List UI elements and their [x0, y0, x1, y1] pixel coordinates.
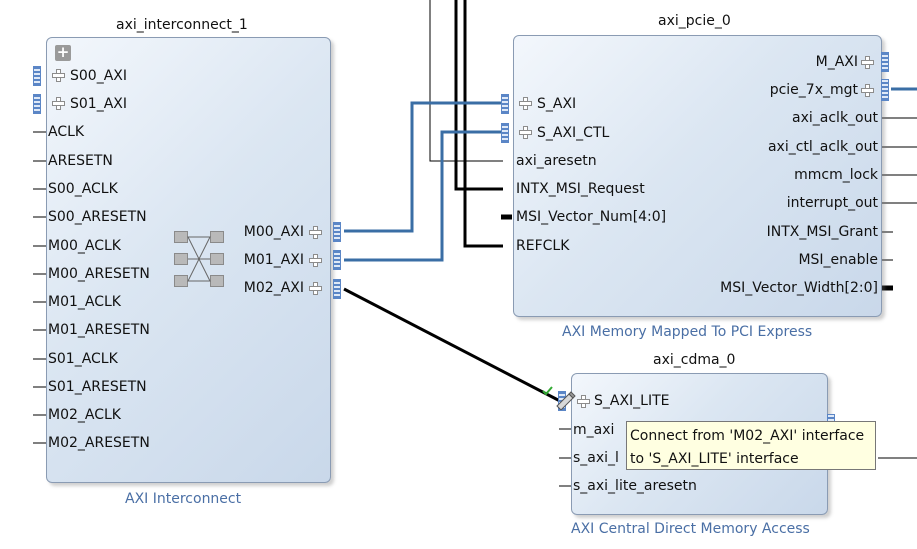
plus-icon[interactable] [52, 69, 65, 82]
m-axi-label: M_AXI [815, 54, 858, 70]
plus-icon[interactable] [861, 56, 874, 69]
pcie-7x-mgt-label: pcie_7x_mgt [769, 82, 858, 98]
ic-pin-m01-aclk[interactable]: M01_ACLK [48, 294, 121, 310]
m01-axi-label: M01_AXI [243, 252, 304, 268]
m02-axi-port[interactable] [333, 279, 341, 299]
plus-icon[interactable] [309, 226, 322, 239]
pcie-pin-refclk[interactable]: REFCLK [516, 238, 570, 254]
bus-m00-to-s-axi [344, 101, 502, 233]
plus-icon[interactable] [577, 395, 590, 408]
interconnect-block[interactable] [46, 37, 331, 483]
pcie-7x-mgt-port[interactable] [881, 79, 889, 101]
cdma-type-label: AXI Central Direct Memory Access [571, 521, 810, 537]
s-axi-label: S_AXI [537, 96, 577, 112]
s-axi-port[interactable] [501, 94, 509, 114]
cdma-instance-name: axi_cdma_0 [653, 352, 736, 368]
ic-pin-s01-aclk[interactable]: S01_ACLK [48, 351, 118, 367]
pcie-pin-intx-msi-grant[interactable]: INTX_MSI_Grant [766, 224, 878, 240]
interconnect-pin-stubs [33, 131, 46, 444]
net-axi-aresetn [429, 0, 503, 162]
pcie-pin-mmcm-lock[interactable]: mmcm_lock [794, 167, 878, 183]
drag-connection-line [343, 287, 561, 403]
ic-pin-s00-aclk[interactable]: S00_ACLK [48, 181, 118, 197]
m-axi-port[interactable] [881, 52, 889, 72]
s-axi-lite-label: S_AXI_LITE [594, 393, 670, 409]
ic-pin-m01-aresetn[interactable]: M01_ARESETN [48, 322, 150, 338]
cdma-pin-m-axi[interactable]: m_axi [573, 422, 615, 438]
cdma-pin-s-axi-lite-aclk[interactable]: s_axi_l [573, 450, 619, 466]
ic-pin-aclk[interactable]: ACLK [48, 124, 85, 140]
pcie-block[interactable] [513, 35, 882, 317]
plus-icon[interactable] [309, 282, 322, 295]
plus-icon[interactable] [861, 84, 874, 97]
pcie-type-label: AXI Memory Mapped To PCI Express [562, 324, 813, 340]
net-refclk [463, 0, 503, 248]
pcie-pin-intx-msi-request[interactable]: INTX_MSI_Request [516, 181, 645, 197]
pcie-instance-name: axi_pcie_0 [658, 13, 731, 29]
pcie-pin-axi-aresetn[interactable]: axi_aresetn [516, 153, 597, 169]
pcie-pin-axi-ctl-aclk-out[interactable]: axi_ctl_aclk_out [767, 139, 878, 155]
pcie-pin-msi-enable[interactable]: MSI_enable [798, 252, 878, 268]
bus-m01-to-s-axi-ctl [344, 130, 502, 262]
ic-pin-m02-aresetn[interactable]: M02_ARESETN [48, 435, 150, 451]
crossbar-icon [174, 231, 224, 287]
tooltip-line-2: to 'S_AXI_LITE' interface [630, 451, 799, 467]
plus-icon[interactable] [519, 97, 532, 110]
ic-pin-m00-aclk[interactable]: M00_ACLK [48, 238, 121, 254]
ic-pin-s00-aresetn[interactable]: S00_ARESETN [48, 209, 147, 225]
ic-pin-m02-aclk[interactable]: M02_ACLK [48, 407, 121, 423]
pcie-pin-msi-vector-num[interactable]: MSI_Vector_Num[4:0] [516, 209, 667, 225]
expand-icon[interactable]: + [55, 43, 71, 61]
pencil-icon [556, 391, 576, 410]
checkmark-icon [542, 386, 553, 396]
m02-axi-label: M02_AXI [243, 280, 304, 296]
s01-axi-label: S01_AXI [70, 96, 127, 112]
m01-axi-port[interactable] [333, 250, 341, 270]
interconnect-type-label: AXI Interconnect [125, 491, 242, 507]
s00-axi-port[interactable] [33, 66, 41, 86]
plus-icon[interactable] [519, 126, 532, 139]
m00-axi-label: M00_AXI [243, 224, 304, 240]
m00-axi-port[interactable] [333, 222, 341, 242]
ic-pin-s01-aresetn[interactable]: S01_ARESETN [48, 379, 147, 395]
ic-pin-m00-aresetn[interactable]: M00_ARESETN [48, 266, 150, 282]
ic-pin-aresetn[interactable]: ARESETN [48, 153, 113, 169]
s-axi-ctl-port[interactable] [501, 123, 509, 143]
cdma-pin-s-axi-lite-aresetn[interactable]: s_axi_lite_aresetn [573, 478, 697, 494]
tooltip-line-1: Connect from 'M02_AXI' interface [630, 428, 865, 444]
plus-icon[interactable] [309, 254, 322, 267]
plus-icon[interactable] [52, 97, 65, 110]
s00-axi-label: S00_AXI [70, 68, 127, 84]
pcie-pin-interrupt-out[interactable]: interrupt_out [786, 195, 878, 211]
s01-axi-port[interactable] [33, 94, 41, 114]
s-axi-ctl-label: S_AXI_CTL [537, 125, 610, 141]
pcie-pin-msi-vector-width[interactable]: MSI_Vector_Width[2:0] [720, 280, 878, 296]
interconnect-instance-name: axi_interconnect_1 [116, 17, 248, 33]
pcie-pin-axi-aclk-out[interactable]: axi_aclk_out [792, 110, 878, 126]
connection-tooltip: Connect from 'M02_AXI' interface to 'S_A… [626, 421, 876, 470]
net-intx-msi-request [454, 0, 503, 191]
